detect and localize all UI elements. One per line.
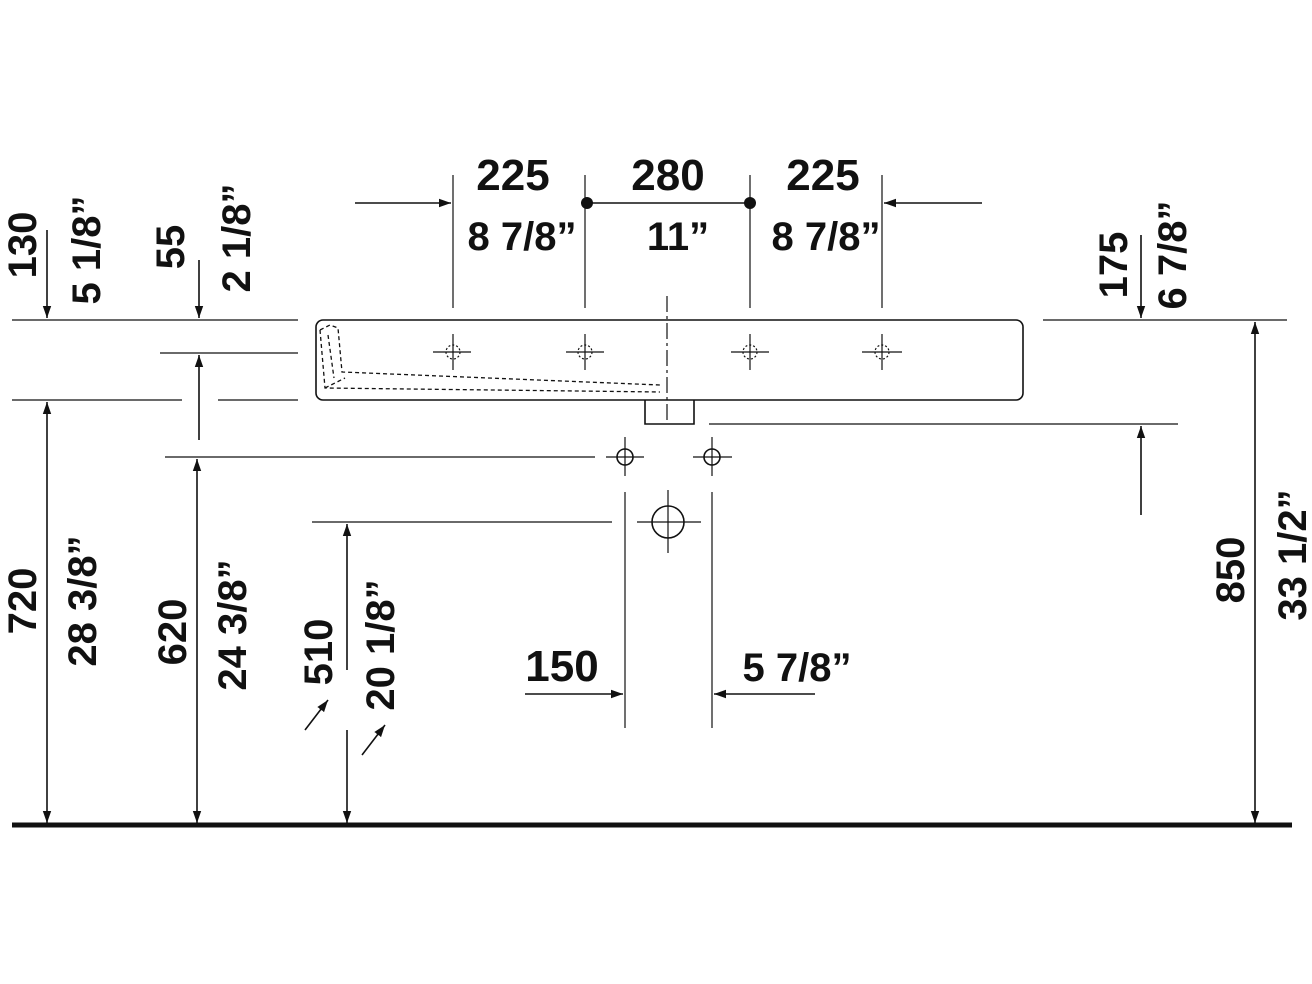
dim-850-in: 33 1/2” [1271,489,1312,620]
dim-620-mm: 620 [151,599,195,666]
pointer-arrow-510 [304,699,329,731]
tap-hole-1 [433,334,471,370]
dim-720-mm: 720 [1,568,45,635]
left-reference-lines [12,319,612,523]
supply-connections [606,437,732,553]
dim-620-in: 24 3/8” [211,559,255,690]
pointer-arrow-20-1-8 [361,724,386,756]
dim-150-mm: 150 [525,642,598,691]
right-reference-lines [709,319,1287,425]
tap-hole-4 [862,334,902,370]
basin [315,296,1024,425]
spacing-dimension-lines [525,492,815,728]
dim-55-mm: 55 [149,225,193,270]
tap-hole-2 [566,334,604,370]
dim-top-center-in: 11” [647,215,709,259]
top-dimension-lines [355,175,982,308]
dim-top-left-mm: 225 [476,151,549,200]
dim-130-in: 5 1/8” [65,196,109,305]
dim-130-mm: 130 [1,212,45,279]
dim-top-right-mm: 225 [786,151,859,200]
dim-510-in: 20 1/8” [359,579,403,710]
dim-150-in: 5 7/8” [743,646,852,690]
dim-top-center-mm: 280 [631,151,704,200]
dim-top-right-in: 8 7/8” [772,215,881,259]
dim-top-left-in: 8 7/8” [468,215,577,259]
dim-720-in: 28 3/8” [61,535,105,666]
dim-55-in: 2 1/8” [215,184,259,293]
dim-850-mm: 850 [1209,537,1253,604]
dim-510-mm: 510 [297,619,341,686]
tap-hole-markers [433,334,902,370]
dim-175-in: 6 7/8” [1151,201,1195,310]
tap-hole-3 [731,334,769,370]
dim-175-mm: 175 [1092,232,1136,299]
